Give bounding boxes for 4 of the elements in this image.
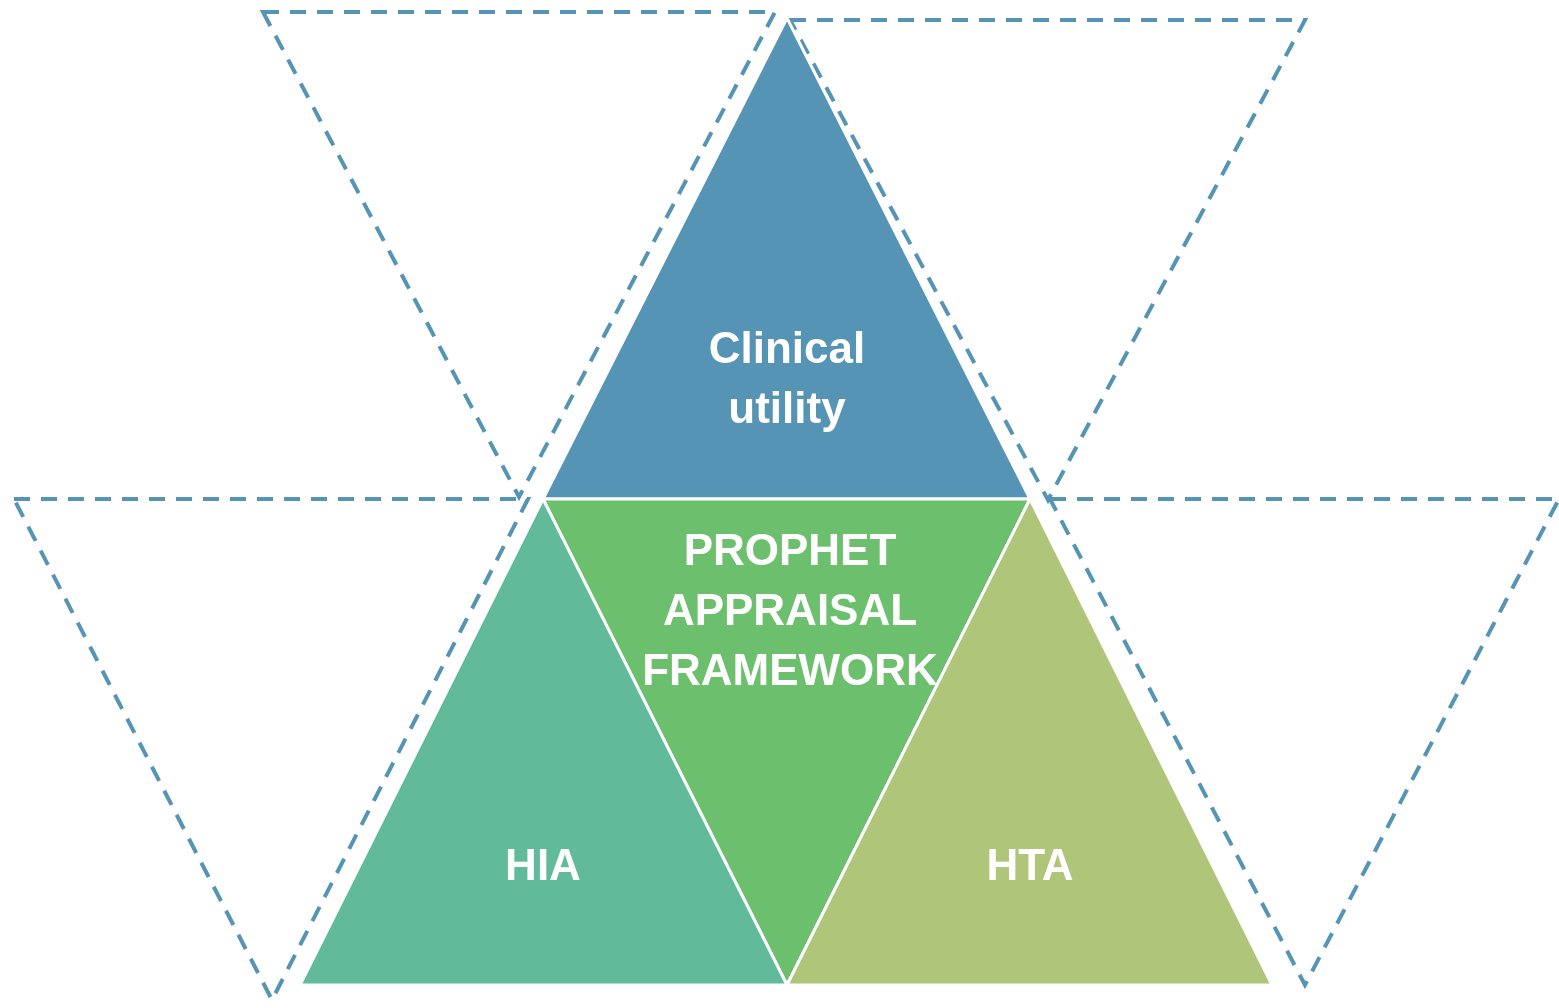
triangle-label: PROPHET APPRAISAL FRAMEWORK xyxy=(641,524,939,696)
triangle-label: HTA xyxy=(985,839,1075,891)
triangle-label: HIA xyxy=(504,839,582,891)
triangle-label: Clinical utility xyxy=(707,322,867,434)
